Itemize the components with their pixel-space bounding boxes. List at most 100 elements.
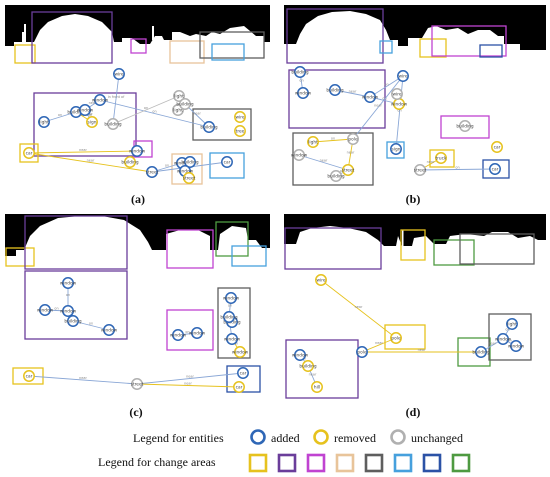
edge-label: on xyxy=(340,169,344,173)
entity-node: window xyxy=(92,94,109,106)
entity-node-label: wire xyxy=(316,278,325,284)
edge-label: near xyxy=(79,376,87,380)
change-area-swatch xyxy=(248,453,268,473)
edge xyxy=(136,383,240,388)
entity-node-label: pole xyxy=(348,137,358,143)
entity-node: car xyxy=(23,370,35,382)
entity-node-ring xyxy=(414,164,426,176)
entity-node-ring xyxy=(124,156,136,168)
entity-node: wire xyxy=(391,88,403,100)
entity-node-ring xyxy=(435,152,447,164)
entity-node-ring xyxy=(203,121,215,133)
entity-node-ring xyxy=(179,98,191,110)
entity-node: street xyxy=(342,164,355,176)
panorama-a xyxy=(5,5,270,63)
entity-node-label: car xyxy=(26,151,33,157)
change-area-swatch xyxy=(422,453,442,473)
graph-a: in front ofnearonnearin front ofononnear… xyxy=(19,68,252,185)
entity-node-label: light xyxy=(308,140,318,146)
entity-node-ring xyxy=(107,118,119,130)
edge xyxy=(312,138,354,143)
entity-node-ring xyxy=(172,329,184,341)
edge-label: near xyxy=(309,373,317,377)
entity-node-label: car xyxy=(224,160,231,166)
entity-node-ring xyxy=(113,68,125,80)
entity-node: window xyxy=(362,91,379,103)
edge-label: on xyxy=(397,109,401,113)
edge-label: on xyxy=(66,293,70,297)
entity-node: street xyxy=(146,166,159,178)
entity-node: building xyxy=(200,121,218,133)
entity-node-ring xyxy=(23,147,35,159)
entity-node: building xyxy=(327,170,345,182)
entity-node-ring xyxy=(86,116,98,128)
entity-node-label: window xyxy=(177,169,194,175)
entity-node-label: building xyxy=(121,160,138,166)
legend: Legend for entities added removed unchan… xyxy=(98,429,471,473)
edge xyxy=(395,75,404,150)
entity-node: wire xyxy=(315,274,327,286)
panorama-areas-c xyxy=(5,215,267,270)
entity-node: truck xyxy=(435,152,447,164)
entity-node-label: building xyxy=(223,320,240,326)
legend-unchanged-swatch xyxy=(390,429,406,445)
entity-node-ring xyxy=(223,311,235,323)
edge xyxy=(369,75,404,98)
entity-node: pole xyxy=(347,133,359,145)
edge-label: on xyxy=(54,307,58,311)
edge-label: on xyxy=(331,137,335,141)
entity-node: building xyxy=(291,66,309,78)
entity-node-ring xyxy=(330,170,342,182)
change-area-swatch xyxy=(277,453,297,473)
entity-node: light xyxy=(307,136,319,148)
edge xyxy=(361,337,397,353)
edge-label: on xyxy=(228,304,232,308)
entity-node-ring xyxy=(356,346,368,358)
panel-d: nearnearnearononnearonnear wirepolelight… xyxy=(284,214,546,419)
entity-node-ring xyxy=(390,332,402,344)
entity-node-ring xyxy=(307,136,319,148)
entity-node-ring xyxy=(221,156,233,168)
edge-label: near xyxy=(79,148,87,152)
edge-label: on xyxy=(89,322,93,326)
entity-node-ring xyxy=(39,304,51,316)
entity-node-label: building xyxy=(176,102,193,108)
edge-label: near xyxy=(418,348,426,352)
legend-removed-swatch xyxy=(313,429,329,445)
edge-label: on xyxy=(144,106,148,110)
edge-label: near xyxy=(349,90,357,94)
entity-node-ring xyxy=(506,318,518,330)
panorama-areas-b xyxy=(286,8,507,64)
entity-node-ring xyxy=(391,88,403,100)
entity-node: wire xyxy=(397,70,409,82)
entity-node-label: car xyxy=(236,385,243,391)
entity-node-ring xyxy=(62,277,74,289)
entity-node-ring xyxy=(38,116,50,128)
entity-node-ring xyxy=(497,333,509,345)
legend-entities-label: Legend for entities xyxy=(133,431,224,445)
panel-label-d: (d) xyxy=(406,405,421,419)
entity-node-ring xyxy=(510,340,522,352)
entity-node: window xyxy=(189,327,206,339)
edge-label: on xyxy=(234,342,238,346)
entity-node-label: window xyxy=(362,95,379,101)
edge xyxy=(72,320,110,331)
entity-node-ring xyxy=(131,145,143,157)
entity-node-label: window xyxy=(224,337,241,343)
entity-node: window xyxy=(391,98,408,110)
entity-node: window xyxy=(223,292,240,304)
edge-label: on xyxy=(299,79,303,83)
entity-node-ring xyxy=(146,166,158,178)
entity-node-label: street xyxy=(414,168,427,174)
edge-label: near xyxy=(320,159,328,163)
edge-label: on xyxy=(384,83,388,87)
entity-node-label: truck xyxy=(435,156,447,162)
entity-node: building xyxy=(299,360,317,372)
edge xyxy=(112,73,120,125)
entity-node-label: building xyxy=(67,110,84,116)
entity-node: street xyxy=(131,378,144,390)
entity-node-label: street xyxy=(183,176,196,182)
entity-node-label: sign xyxy=(392,147,401,153)
entity-node-label: window xyxy=(92,98,109,104)
